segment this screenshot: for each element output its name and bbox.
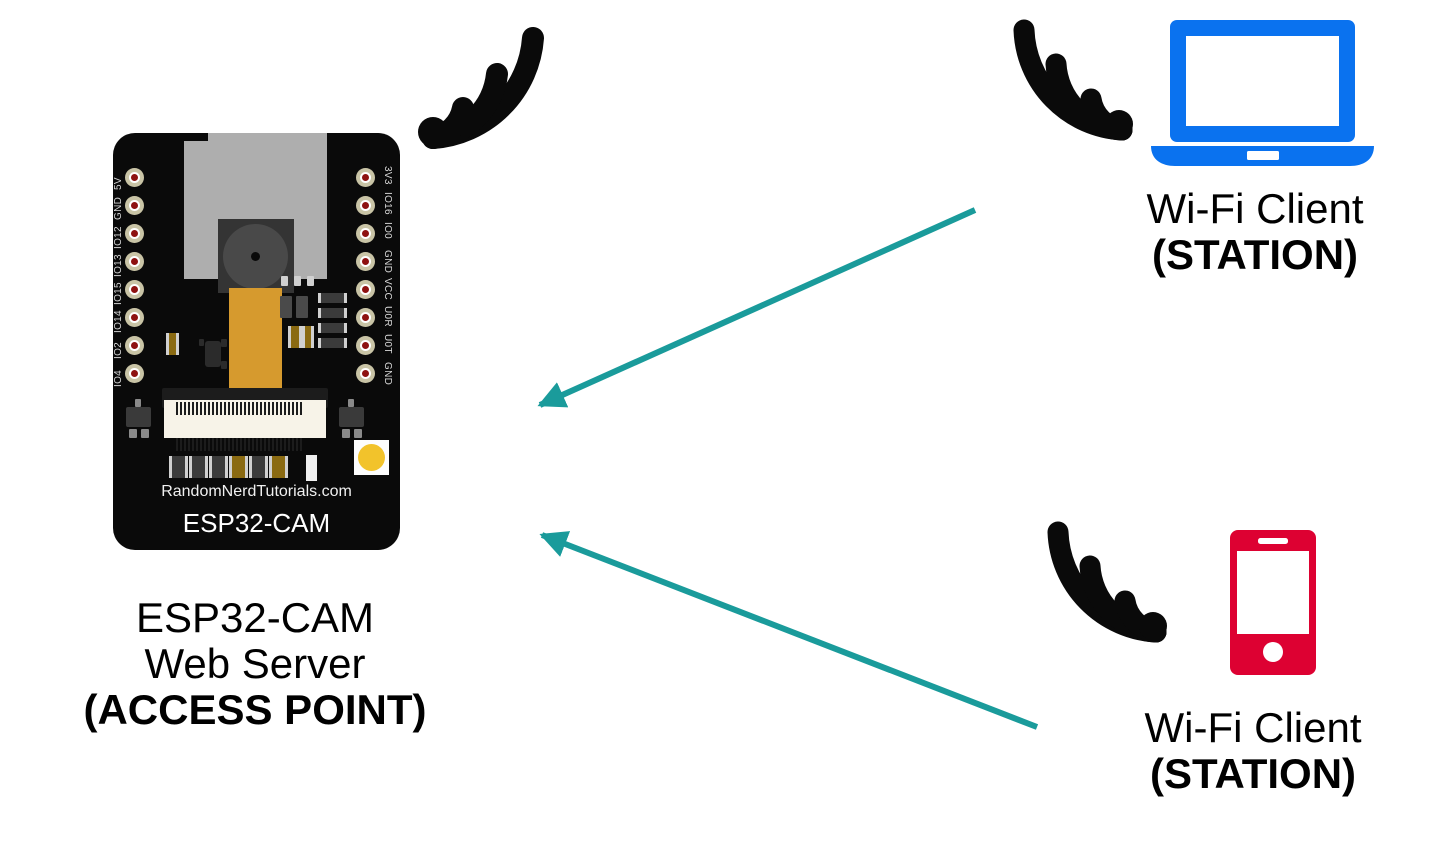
client-phone-caption: Wi-Fi Client (STATION) bbox=[1050, 704, 1456, 798]
pin-pad-left-4 bbox=[125, 280, 144, 299]
pin-pad-left-0 bbox=[125, 168, 144, 187]
board-name-text: ESP32-CAM bbox=[182, 508, 331, 538]
phone-caption-line1: Wi-Fi Client bbox=[1144, 704, 1362, 751]
component-pin-bl-2 bbox=[141, 429, 149, 438]
board-brand-text: RandomNerdTutorials.com bbox=[161, 483, 352, 500]
component-smd-top-3 bbox=[307, 276, 314, 286]
component-res-stack-2 bbox=[318, 308, 347, 318]
component-pin-left-b bbox=[221, 339, 227, 347]
pin-pad-right-6 bbox=[356, 336, 375, 355]
component-transistor-bl bbox=[126, 407, 151, 427]
ap-caption-line3: (ACCESS POINT) bbox=[83, 686, 427, 734]
pin-label-right-1: IO16 bbox=[382, 192, 393, 215]
component-resistor-left bbox=[166, 333, 179, 355]
component-pin-bl-1 bbox=[129, 429, 137, 438]
pin-pad-right-2 bbox=[356, 224, 375, 243]
laptop-caption-line3: (STATION) bbox=[1151, 231, 1359, 279]
pin-label-right-3: GND bbox=[382, 250, 393, 274]
pin-pad-left-6 bbox=[125, 336, 144, 355]
pin-label-right-7: GND bbox=[382, 362, 393, 386]
component-pin-br-2 bbox=[354, 429, 362, 438]
pin-label-left-6: IO2 bbox=[113, 341, 124, 359]
pin-label-right-6: U0T bbox=[382, 334, 393, 354]
pin-pad-right-5 bbox=[356, 308, 375, 327]
pin-label-left-7: IO4 bbox=[113, 369, 124, 387]
arrow-phone-to-ap bbox=[539, 531, 1039, 730]
pin-label-left-2: IO12 bbox=[113, 226, 124, 249]
component-cap-r2 bbox=[296, 296, 308, 318]
component-res-stack-4 bbox=[318, 338, 347, 348]
flash-led bbox=[354, 440, 389, 475]
wifi-signal-icon-phone-client bbox=[1047, 521, 1167, 643]
component-res-r2 bbox=[302, 326, 314, 348]
pin-pad-left-7 bbox=[125, 364, 144, 383]
laptop-caption-line1: Wi-Fi Client bbox=[1146, 185, 1364, 232]
fpc-teeth-bottom bbox=[176, 438, 302, 451]
component-row-res-5 bbox=[249, 456, 268, 478]
component-row-res-1 bbox=[169, 456, 188, 478]
component-pin-left-c bbox=[221, 361, 227, 369]
pin-label-left-1: GND bbox=[113, 196, 124, 220]
pin-label-left-0: 5V bbox=[113, 177, 124, 190]
pin-label-right-4: VCC bbox=[382, 278, 393, 301]
arrow-laptop-to-ap bbox=[537, 207, 977, 408]
camera-ribbon-cable bbox=[229, 288, 282, 395]
client-laptop-caption: Wi-Fi Client (STATION) bbox=[1055, 185, 1455, 279]
phone-caption-line3: (STATION) bbox=[1149, 750, 1357, 798]
pin-label-left-4: IO15 bbox=[113, 282, 124, 305]
component-row-res-4 bbox=[229, 456, 248, 478]
smartphone-icon bbox=[1230, 530, 1316, 675]
pin-label-right-5: U0R bbox=[382, 306, 393, 327]
pin-pad-left-2 bbox=[125, 224, 144, 243]
component-pin-bl-3 bbox=[135, 399, 141, 407]
pin-label-right-0: 3V3 bbox=[382, 166, 393, 185]
component-transistor-br bbox=[339, 407, 364, 427]
component-res-r1 bbox=[288, 326, 302, 348]
pin-pad-right-3 bbox=[356, 252, 375, 271]
component-row-res-6 bbox=[269, 456, 288, 478]
component-row-res-3 bbox=[209, 456, 228, 478]
esp32-cam-board: 5V GND IO12 IO13 IO15 IO14 IO2 IO4 3V3 I… bbox=[113, 133, 400, 550]
ap-caption-line1: ESP32-CAM bbox=[135, 594, 375, 641]
camera-fpc-connector bbox=[162, 388, 328, 451]
component-pin-br-1 bbox=[342, 429, 350, 438]
component-white-led bbox=[306, 455, 317, 481]
pin-pad-left-5 bbox=[125, 308, 144, 327]
component-res-stack-3 bbox=[318, 323, 347, 333]
ap-caption-line2: Web Server bbox=[144, 640, 366, 688]
laptop-icon bbox=[1151, 20, 1374, 166]
pin-pad-left-3 bbox=[125, 252, 144, 271]
component-pin-left-a bbox=[199, 339, 204, 346]
component-smd-top-1 bbox=[281, 276, 288, 286]
component-smd-top-2 bbox=[294, 276, 301, 286]
pin-label-left-5: IO14 bbox=[113, 310, 124, 333]
pin-pad-right-4 bbox=[356, 280, 375, 299]
component-res-stack-1 bbox=[318, 293, 347, 303]
component-transistor-left bbox=[205, 341, 221, 367]
access-point-caption: ESP32-CAM Web Server (ACCESS POINT) bbox=[0, 594, 510, 734]
component-cap-r1 bbox=[280, 296, 292, 318]
pin-label-right-2: IO0 bbox=[382, 222, 393, 240]
camera-module-notch bbox=[184, 133, 208, 141]
camera-lens-center bbox=[251, 252, 260, 261]
pin-pad-right-7 bbox=[356, 364, 375, 383]
component-pin-br-3 bbox=[348, 399, 354, 407]
pin-pad-right-0 bbox=[356, 168, 375, 187]
pin-label-left-3: IO13 bbox=[113, 254, 124, 277]
component-row-res-2 bbox=[189, 456, 208, 478]
pin-pad-left-1 bbox=[125, 196, 144, 215]
pin-pad-right-1 bbox=[356, 196, 375, 215]
wifi-signal-icon-laptop-client bbox=[1013, 19, 1133, 141]
fpc-teeth-top bbox=[176, 402, 302, 415]
wifi-signal-icon-access-point bbox=[418, 27, 544, 149]
